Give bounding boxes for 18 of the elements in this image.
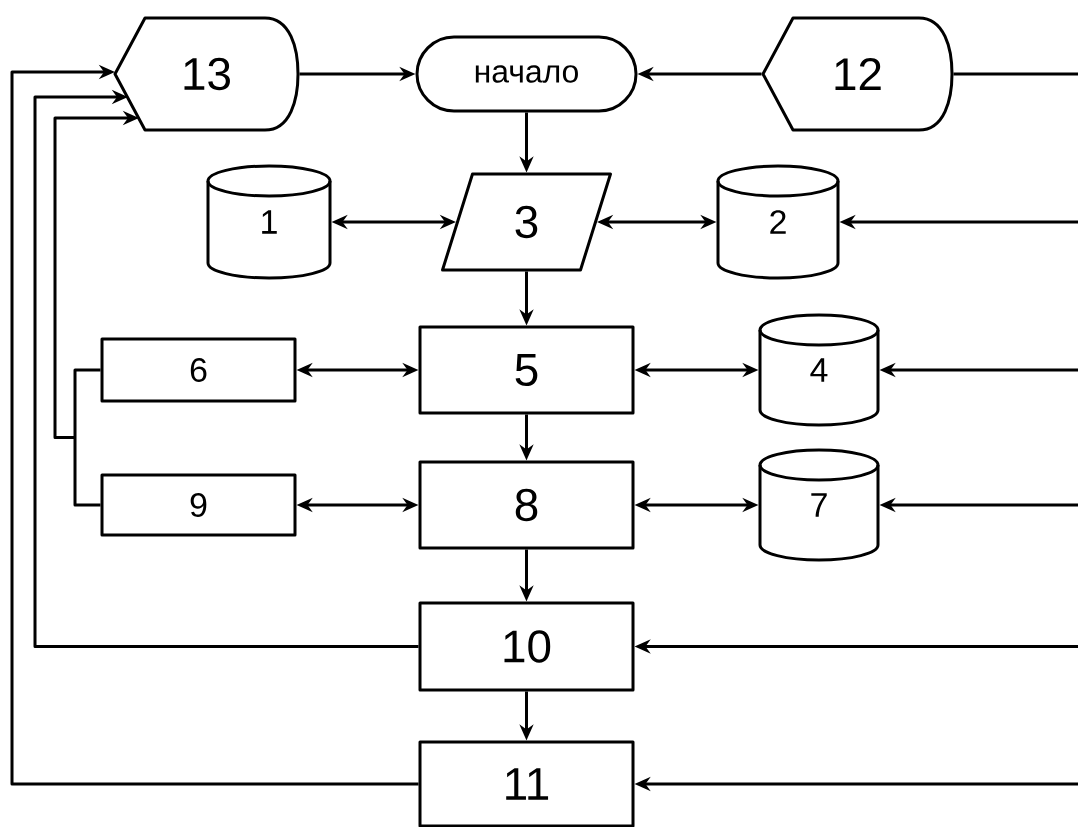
database-cylinder: 7: [758, 448, 880, 562]
database-cylinder: 2: [716, 164, 840, 280]
arrow: [10, 64, 419, 786]
node-label: 7: [811, 493, 827, 517]
node-label: 4: [810, 358, 828, 382]
connector-line: [953, 72, 1078, 76]
process-box: 11: [418, 740, 635, 827]
process-box: 5: [418, 325, 635, 415]
process-box: 10: [418, 601, 635, 692]
arrow: [33, 89, 419, 648]
process-box: 6: [100, 337, 297, 403]
process-box: 8: [418, 460, 635, 550]
node-label: 1: [262, 210, 277, 234]
node-label: 2: [770, 210, 786, 234]
data-parallelogram: 3: [441, 172, 612, 272]
database-cylinder: 1: [206, 164, 332, 280]
database-cylinder: 4: [758, 313, 880, 427]
process-box: 9: [100, 473, 297, 537]
